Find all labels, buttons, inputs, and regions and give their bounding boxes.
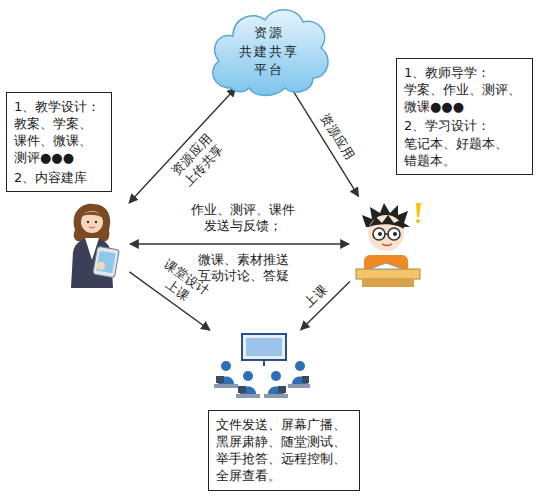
teacher-figure	[55, 200, 127, 288]
node-text: 2、学习设计： 笔记本、好题本、 错题本。	[404, 117, 525, 168]
free-label: 微课、素材推送 互动讨论、答疑	[194, 252, 292, 285]
classroom-figure	[212, 332, 312, 404]
student-node	[352, 199, 424, 289]
cloud-platform: 资源 共建共享 平台	[205, 4, 333, 100]
edge-label: 上课	[298, 278, 335, 315]
node-text: 文件发送、屏幕广播、 黑屏肃静、随堂测试、 举手抢答、远程控制、 全屏查看。	[216, 416, 352, 485]
node-text: 2、内容建库	[14, 169, 104, 186]
node-text: 资源 共建共享 平台	[237, 24, 301, 81]
text-box: 文件发送、屏幕广播、 黑屏肃静、随堂测试、 举手抢答、远程控制、 全屏查看。	[208, 410, 360, 491]
edge-label: 作业、测评、课件 发送与反馈；	[188, 202, 298, 235]
connector-arrow	[129, 88, 236, 203]
node-text: 1、教师导学： 学案、作业、测评、 微课●●●	[404, 64, 525, 115]
classroom-node	[212, 332, 312, 404]
student-figure	[352, 199, 424, 289]
teacher-node	[55, 200, 127, 288]
node-text: 1、教学设计： 教案、学案、 课件、微课、 测评●●●	[14, 98, 104, 167]
text-box: 1、教学设计： 教案、学案、 课件、微课、 测评●●● 2、内容建库	[6, 92, 112, 192]
connector-arrow	[130, 243, 349, 244]
text-box: 1、教师导学： 学案、作业、测评、 微课●●●2、学习设计： 笔记本、好题本、 …	[396, 58, 533, 175]
edge-label: 资源应用 上传共享	[164, 125, 231, 194]
edge-label: 资源应用	[313, 105, 361, 168]
